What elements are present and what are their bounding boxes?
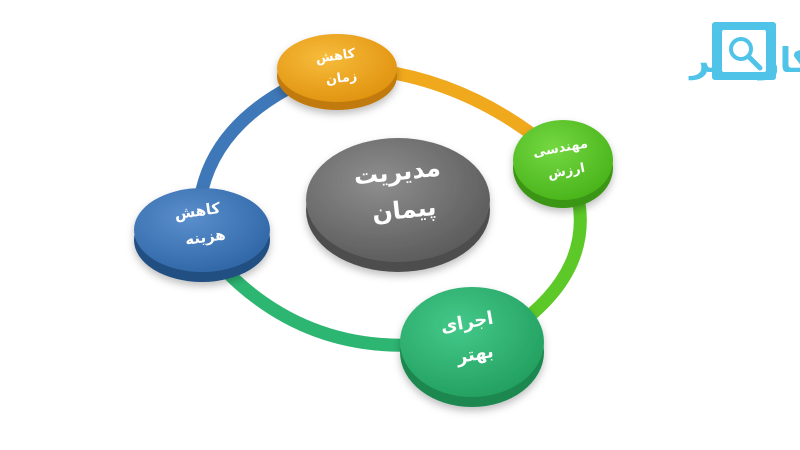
ring-segment-execution-to-cost [213, 258, 422, 352]
node-time-line1: کاهش [315, 46, 357, 66]
center-node-line2: پیمان [371, 193, 438, 228]
node-reduce-cost [134, 188, 270, 282]
node-better-execution [400, 287, 544, 407]
node-cost-face [134, 188, 270, 272]
node-cost-line2: هزینه [184, 225, 227, 248]
node-reduce-time [277, 34, 397, 110]
node-execution-face [400, 287, 544, 397]
center-node-face [306, 138, 490, 262]
center-node-contract-management [306, 138, 490, 272]
node-time-face [277, 34, 397, 102]
magnifier-document-icon [712, 22, 776, 80]
logo-icon-lens [729, 37, 753, 61]
node-value-line2: ارزش [547, 161, 586, 182]
node-value-face [513, 120, 613, 200]
brand-logo: کاوشتر [688, 22, 800, 81]
node-time-line2: زمان [325, 69, 358, 88]
logo-icon-handle [746, 54, 763, 71]
node-value-engineering [513, 120, 613, 208]
